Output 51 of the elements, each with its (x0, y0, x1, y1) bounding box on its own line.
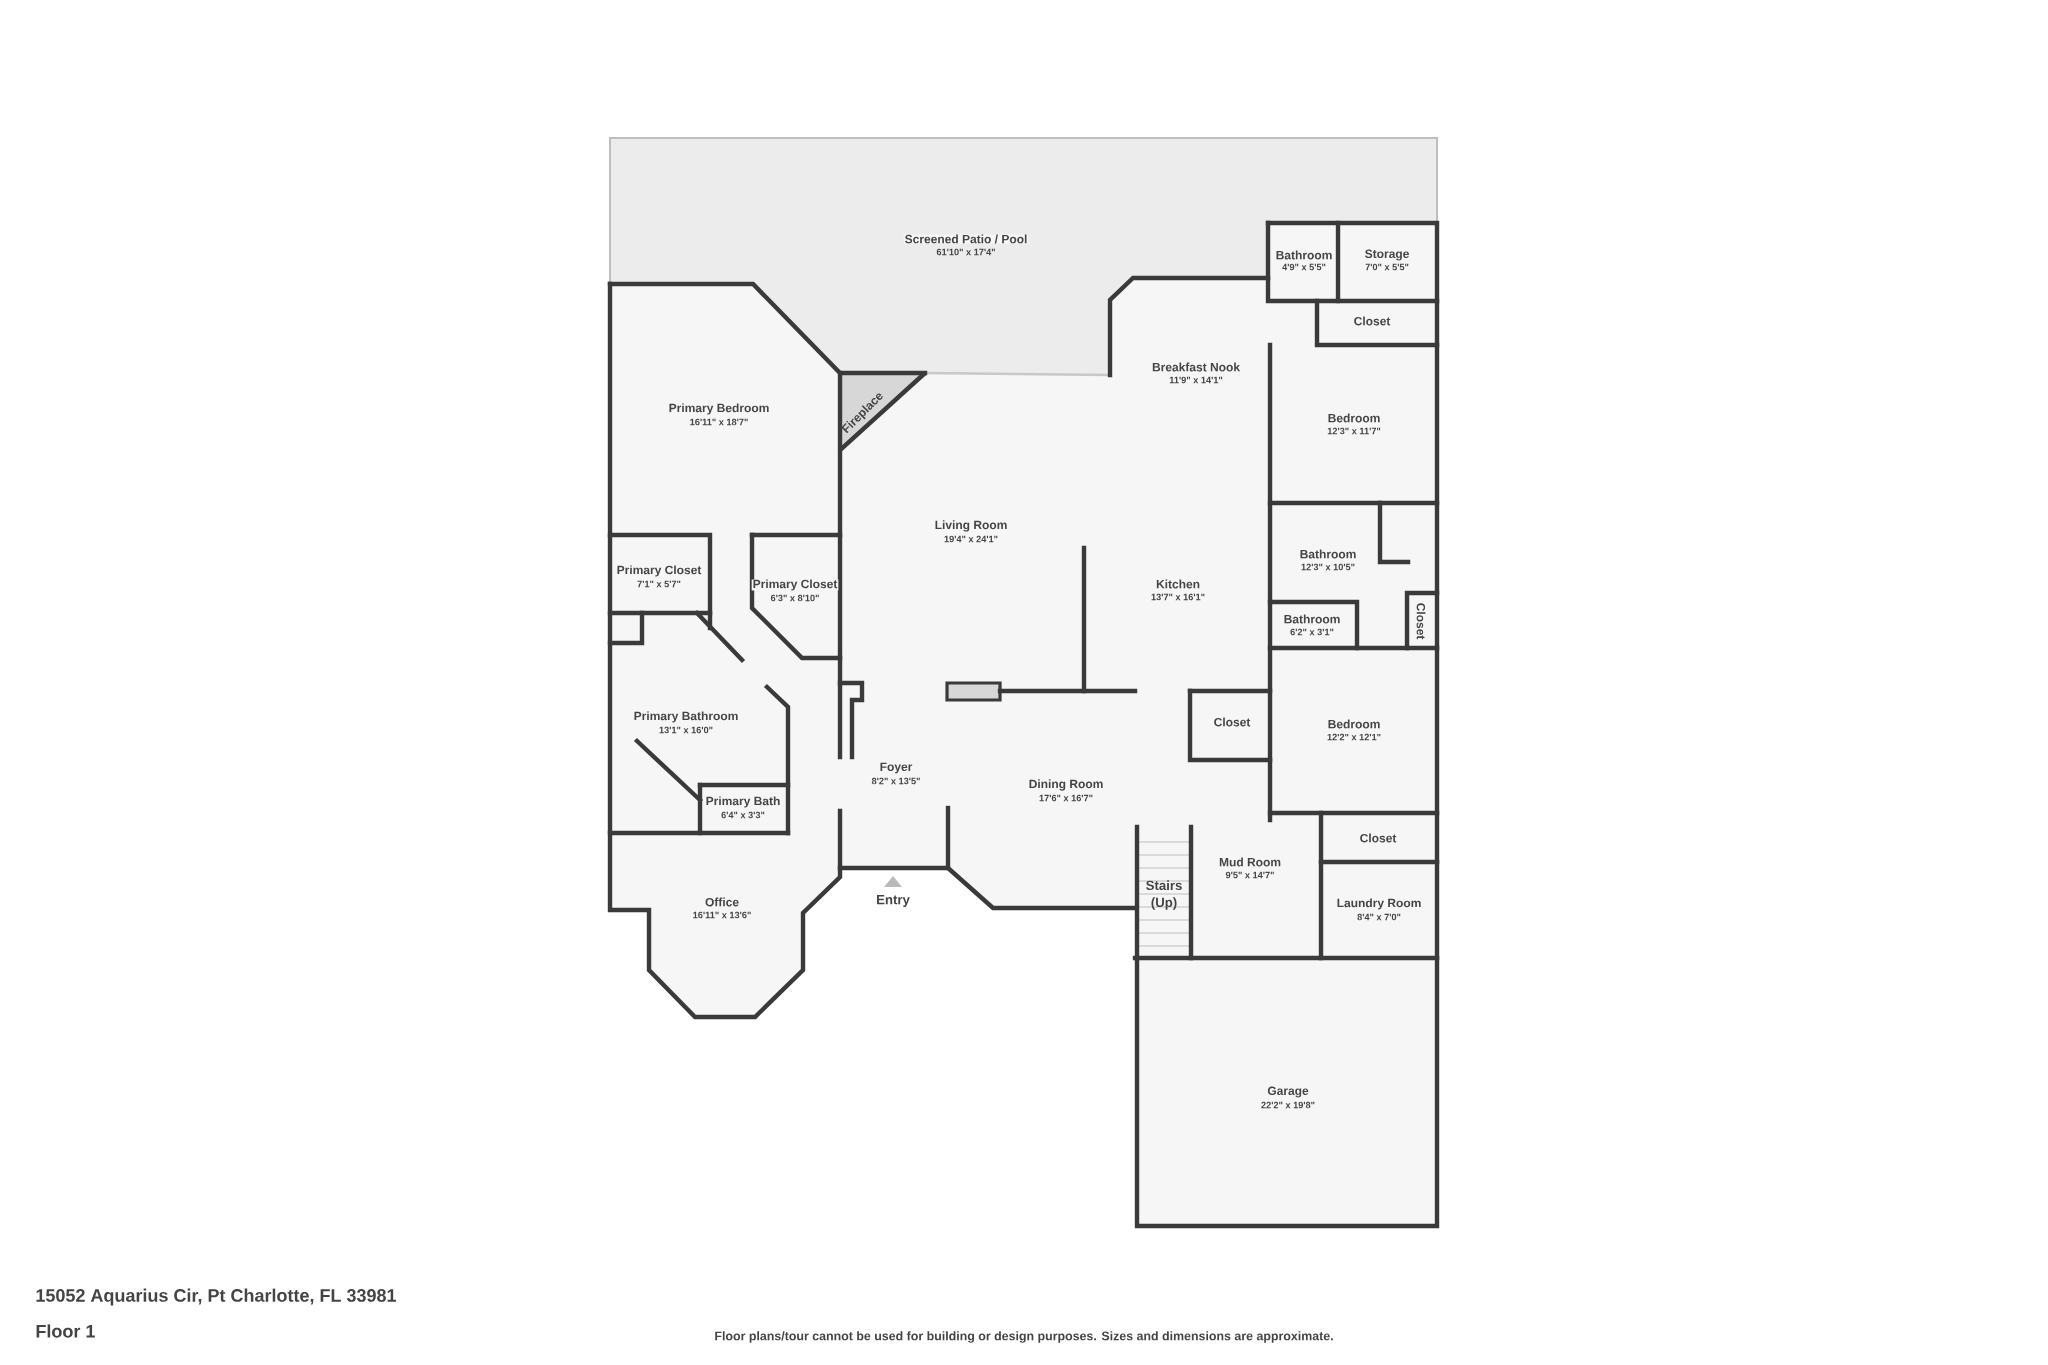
room-name: Foyer (878, 762, 914, 774)
room-dimensions: 6'2" x 3'1" (1290, 628, 1334, 636)
room-name: Bedroom (1326, 413, 1382, 423)
room-name: Laundry Room (1335, 898, 1423, 910)
room-dimensions: 12'3" x 11'7" (1327, 427, 1381, 435)
entry-label: Entry (877, 895, 910, 907)
room-name: Living Room (933, 520, 1009, 532)
room-name: Bathroom (1282, 614, 1342, 624)
room-dimensions: 6'4" x 3'3" (721, 811, 765, 819)
room-name: Primary Closet (615, 565, 703, 577)
room-dimensions: 61'10" x 17'4" (936, 248, 995, 256)
room-dimensions: 19'4" x 24'1" (944, 535, 998, 543)
room-name: Closet (1212, 717, 1252, 727)
room-name: Primary Closet (751, 579, 839, 591)
room-dimensions: 7'1" x 5'7" (637, 580, 681, 588)
room-name: Primary Bedroom (667, 403, 771, 415)
room-name: Closet (1416, 601, 1426, 641)
address-title: 15052 Aquarius Cir, Pt Charlotte, FL 33981 (36, 1288, 396, 1306)
floor-label: Floor 1 (36, 1324, 95, 1338)
room-name: Closet (1358, 833, 1398, 843)
room-dimensions: 22'2" x 19'8" (1261, 1101, 1315, 1109)
room-name: Bathroom (1274, 250, 1334, 260)
room-name: Screened Patio / Pool (903, 234, 1029, 244)
room-dimensions: 6'3" x 8'10" (770, 594, 819, 602)
room-dimensions: 16'11" x 13'6" (693, 911, 751, 919)
room-name: Bathroom (1298, 549, 1358, 559)
room-name: Primary Bathroom (632, 711, 740, 723)
room-name: Storage (1363, 249, 1411, 261)
room-dimensions: 11'9" x 14'1" (1169, 376, 1223, 384)
room-name: Closet (1352, 316, 1392, 326)
room-dimensions: 16'11" x 18'7" (690, 418, 748, 426)
room-dimensions: 9'5" x 14'7" (1225, 871, 1274, 879)
room-dimensions: 8'2" x 13'5" (871, 777, 920, 785)
room-dimensions: 12'2" x 12'1" (1327, 733, 1381, 741)
room-name: Primary Bath (704, 796, 782, 808)
room-name: Breakfast Nook (1151, 362, 1242, 372)
room-name: Kitchen (1155, 579, 1201, 589)
room-dimensions: 12'3" x 10'5" (1301, 563, 1355, 571)
room-dimensions: 7'0" x 5'5" (1365, 263, 1409, 271)
room-name: Office (704, 897, 740, 907)
room-dimensions: 13'1" x 16'0" (659, 726, 713, 734)
stairs-label: Stairs (Up) (1146, 880, 1182, 910)
room-name: Mud Room (1218, 857, 1282, 867)
room-dimensions: 17'6" x 16'7" (1039, 794, 1093, 802)
room-name: Garage (1266, 1086, 1310, 1098)
room-dimensions: 8'4" x 7'0" (1357, 913, 1401, 921)
room-name: Bedroom (1326, 719, 1382, 729)
disclaimer-note: Floor plans/tour cannot be used for building or design purposes. Sizes and dimensions are approximate. (715, 1331, 1333, 1343)
room-dimensions: 13'7" x 16'1" (1151, 593, 1205, 601)
room-dimensions: 4'9" x 5'5" (1282, 263, 1326, 271)
room-name: Dining Room (1027, 779, 1105, 791)
